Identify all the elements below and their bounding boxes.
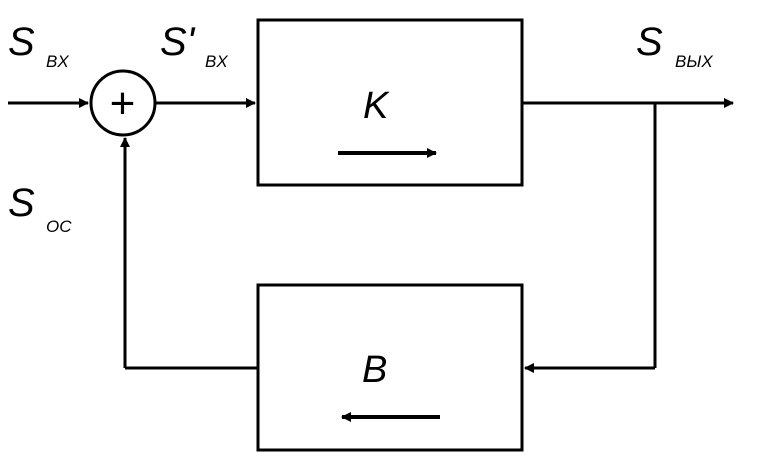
- input-signal-subscript: BX: [46, 52, 69, 71]
- output-signal-label: S: [636, 20, 663, 64]
- summing-junction-symbol: +: [109, 79, 135, 128]
- feedback-signal-subscript: OC: [46, 217, 72, 236]
- forward-block-label: K: [363, 85, 390, 127]
- input-signal-label: S: [8, 20, 35, 64]
- forward-block-k: [256, 18, 524, 187]
- input-prime-signal-subscript: BX: [205, 52, 228, 71]
- input-prime-signal-label: S': [160, 20, 196, 64]
- feedback-block-label: B: [362, 349, 387, 391]
- output-signal-subscript: BЫX: [675, 52, 713, 71]
- feedback-signal-label: S: [8, 181, 35, 225]
- feedback-block-b: [256, 283, 524, 452]
